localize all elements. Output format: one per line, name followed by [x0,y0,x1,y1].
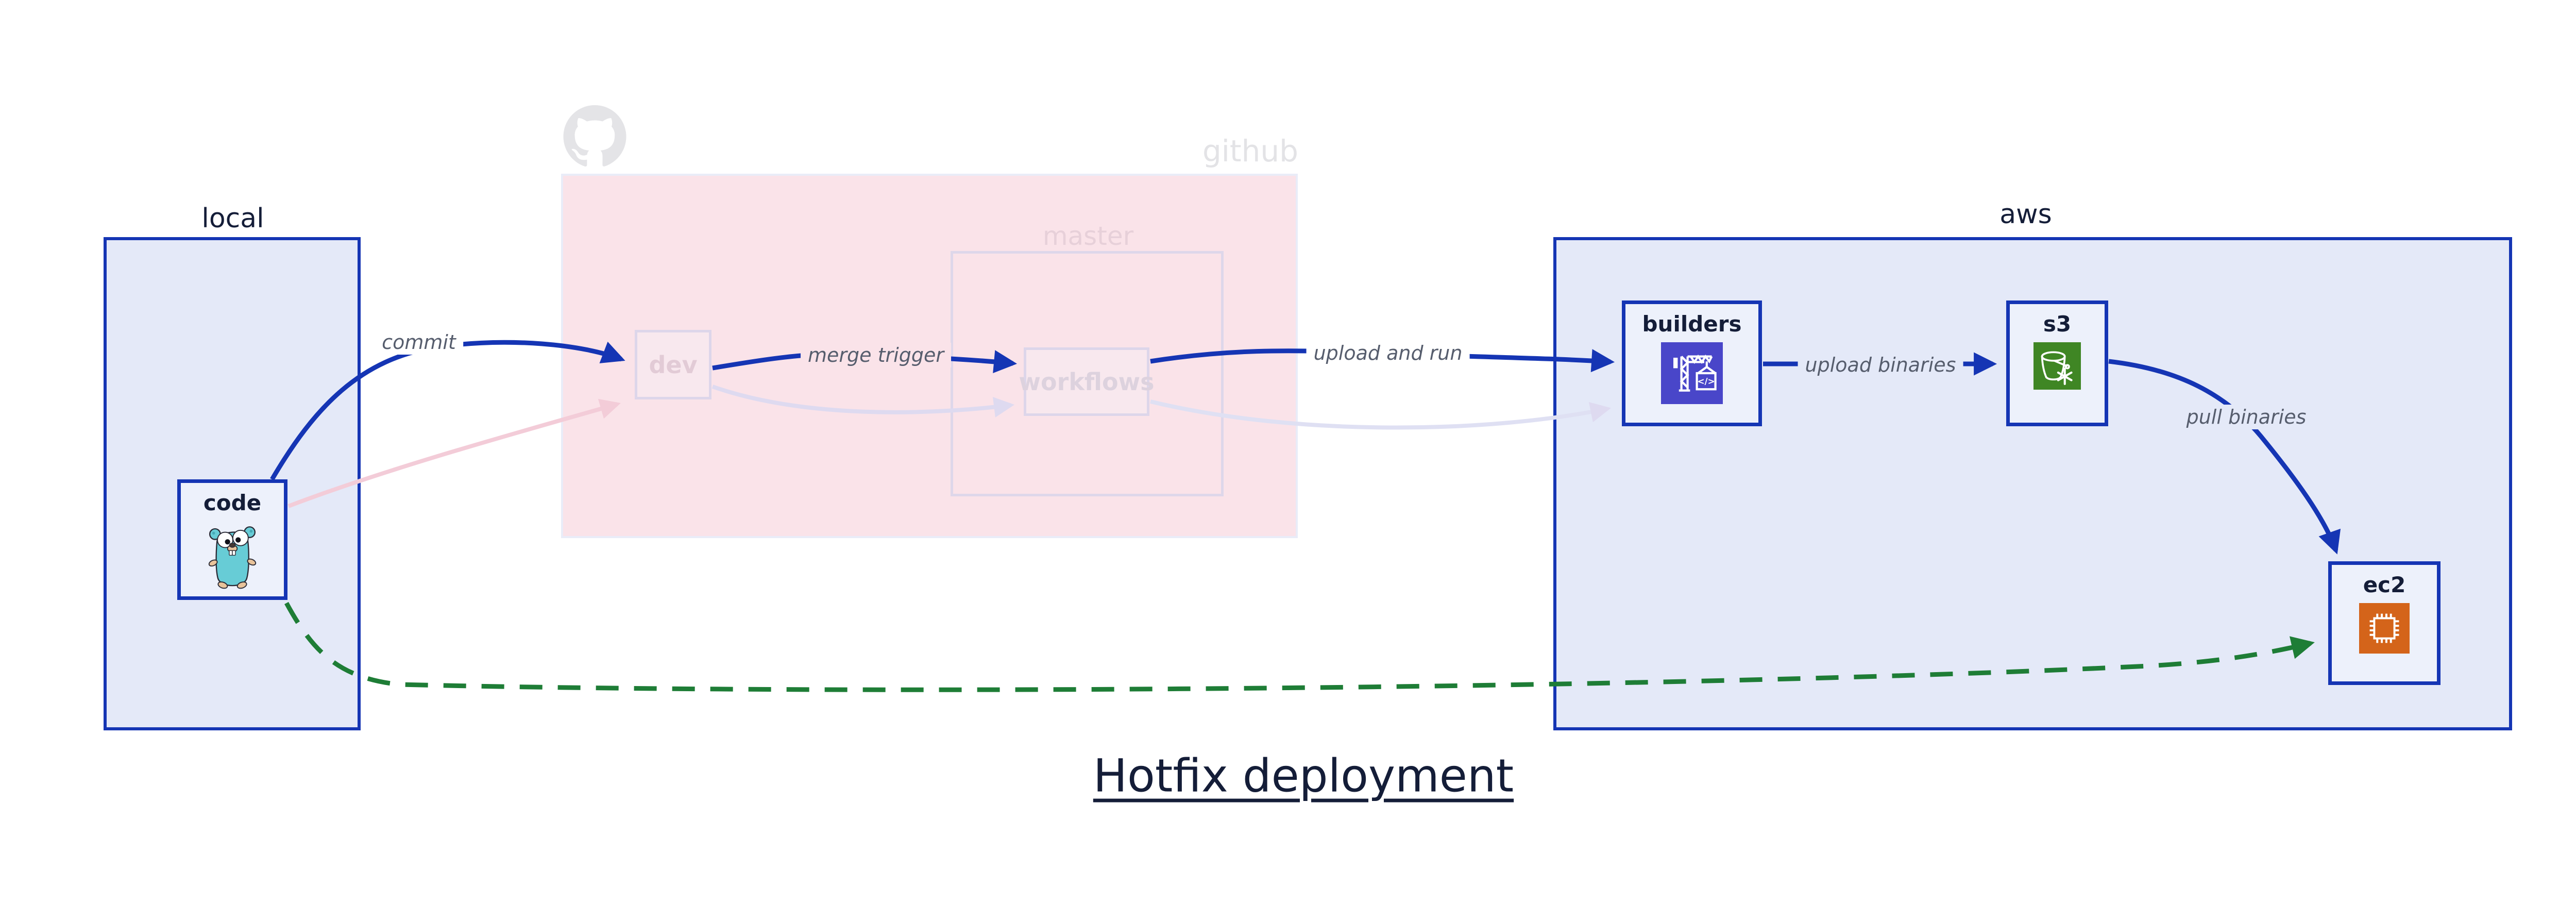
node-s3: s3 [2006,300,2108,426]
edge-label-upload-binaries: upload binaries [1798,353,1963,377]
go-gopher-icon [204,521,261,596]
svg-text:</>: </> [1697,376,1715,387]
node-dev: dev [635,330,711,399]
master-group-box [951,251,1224,496]
aws-ec2-chip-icon [2359,603,2410,656]
edge-label-commit: commit [375,330,463,355]
local-group-label: local [201,203,264,234]
diagram-title: Hotfix deployment [1093,749,1514,803]
node-builders: builders </> [1622,300,1762,426]
node-s3-label: s3 [2043,311,2072,337]
node-code-label: code [203,490,262,515]
node-workflows: workflows [1019,347,1154,416]
node-builders-label: builders [1642,311,1742,337]
edge-label-pull-binaries: pull binaries [2179,405,2314,429]
node-workflows-label: workflows [1019,368,1155,396]
edge-label-merge-trigger: merge trigger [801,343,951,368]
edge-label-upload-and-run: upload and run [1306,341,1470,365]
github-octocat-icon [563,105,627,170]
node-dev-label: dev [649,350,698,379]
github-group-label: github [1202,133,1299,169]
aws-codebuild-crane-icon: </> [1661,342,1723,406]
master-group-label: master [1042,221,1134,251]
aws-s3-bucket-snowflake-icon [2033,342,2081,392]
node-code: code [177,479,287,600]
node-ec2: ec2 [2328,561,2441,685]
aws-group-label: aws [1999,199,2052,230]
node-ec2-label: ec2 [2363,572,2406,597]
